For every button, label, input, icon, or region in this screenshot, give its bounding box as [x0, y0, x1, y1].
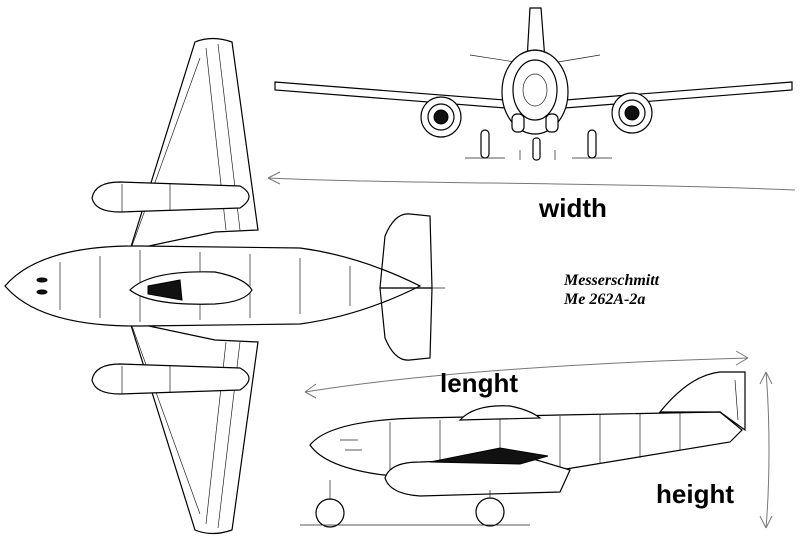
width-arrow — [267, 171, 796, 191]
aircraft-name: Messerschmitt Me 262A-2a — [564, 271, 659, 309]
length-label: lenght — [440, 368, 518, 398]
height-label: height — [656, 479, 734, 509]
length-arrow — [304, 350, 749, 399]
front-view — [274, 7, 793, 161]
side-view — [300, 371, 746, 528]
aircraft-model: Me 262A-2a — [564, 291, 646, 308]
top-view — [4, 37, 445, 535]
aircraft-manufacturer: Messerschmitt — [564, 272, 660, 289]
width-label: width — [539, 193, 607, 223]
height-arrow — [759, 371, 773, 529]
